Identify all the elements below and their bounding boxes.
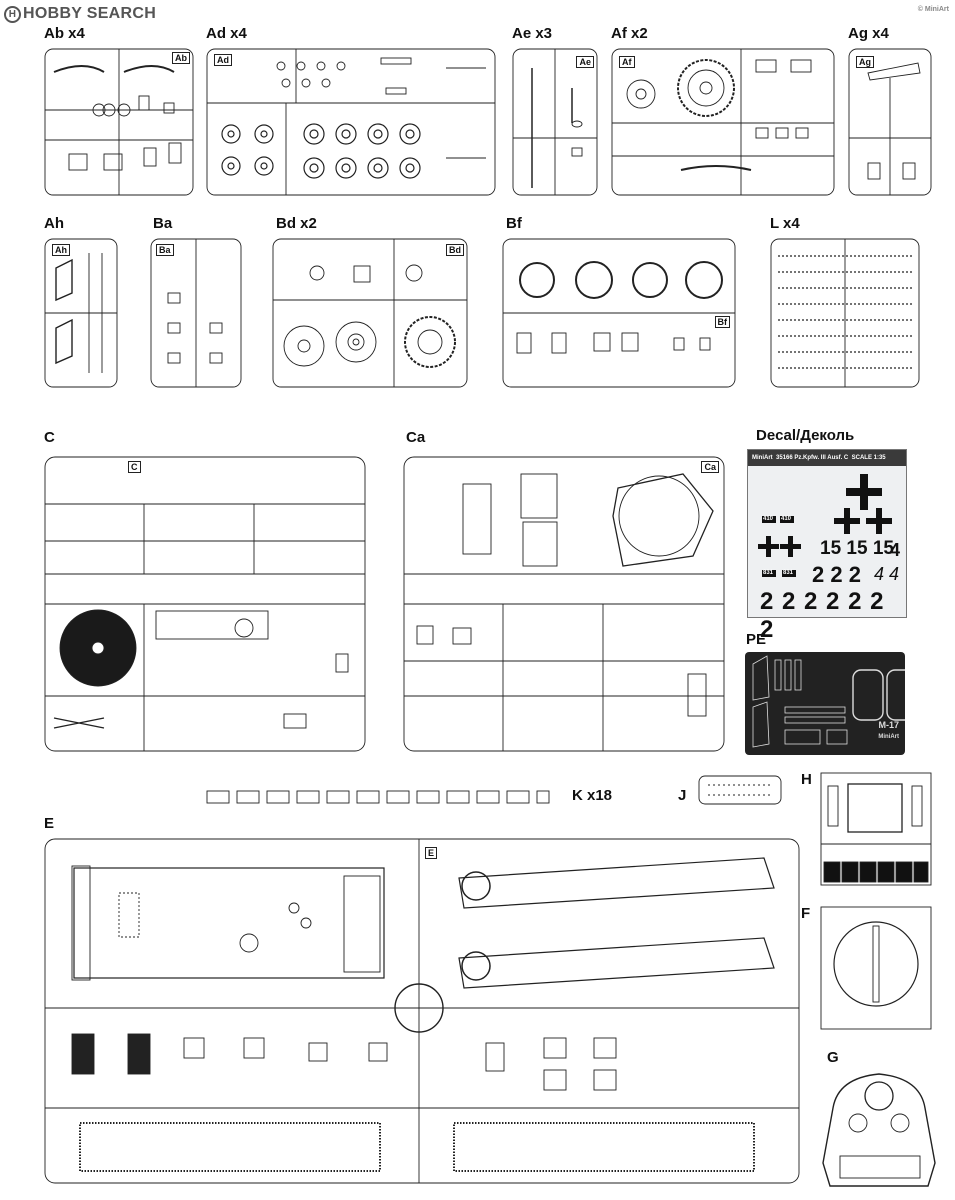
label-sprue-ba: Ba — [153, 215, 173, 232]
sprue-ab: Ab — [44, 48, 194, 196]
logo-icon: H — [4, 6, 21, 23]
label-sprue-k: K x18 — [572, 787, 613, 804]
label-sprue-bf: Bf — [506, 215, 522, 232]
sprue-f — [820, 906, 932, 1030]
label-sprue-j: J — [678, 787, 687, 804]
sprue-j — [698, 775, 782, 805]
label-sprue-c: C — [44, 429, 55, 446]
decal-crosses — [758, 474, 892, 577]
decal-sheet: MiniArt 35166 Pz.Kpfw. III Ausf. C SCALE… — [747, 449, 907, 643]
sprue-tag-bd: Bd — [446, 244, 464, 256]
label-sprue-e: E — [44, 815, 55, 832]
sprue-tag-e: E — [425, 847, 438, 859]
sprue-tag-c: C — [128, 461, 141, 473]
sprue-tag-ae: Ae — [576, 56, 594, 68]
decal-scale: SCALE 1:35 — [851, 455, 886, 461]
label-sprue-l: L x4 — [770, 215, 800, 232]
sprue-tag-ag: Ag — [856, 56, 874, 68]
sprue-ag: Ag — [848, 48, 932, 196]
label-sprue-ae: Ae x3 — [512, 25, 553, 42]
decal-number-4: 4 — [890, 540, 901, 560]
sprue-ad: Ad — [206, 48, 496, 196]
label-sprue-f: F — [801, 905, 811, 922]
sprue-tag-ad: Ad — [214, 54, 232, 66]
decal-header: MiniArt 35166 Pz.Kpfw. III Ausf. C SCALE… — [748, 450, 906, 466]
label-sprue-ab: Ab x4 — [44, 25, 85, 42]
decal-row-2a: 2 2 2 — [812, 562, 861, 587]
sprue-tag-ab: Ab — [172, 52, 190, 64]
sprue-e: E — [44, 838, 800, 1184]
sprue-tag-bf: Bf — [714, 316, 730, 328]
label-sprue-bd: Bd x2 — [276, 215, 317, 232]
decal-number-15: 15 15 15 — [820, 538, 894, 559]
sprue-bd: Bd — [272, 238, 468, 388]
decal-small-d: 831 — [783, 570, 794, 576]
decal-row-44: 4 4 — [874, 564, 900, 584]
label-decal: Decal/Деколь — [756, 427, 855, 444]
decal-row-2b: 2 2 2 2 2 2 2 — [760, 588, 885, 643]
decal-brand: MiniArt — [752, 455, 773, 461]
sprue-af: Af — [611, 48, 835, 196]
sprue-tag-ba: Ba — [156, 244, 174, 256]
decal-small-c: 831 — [763, 570, 774, 576]
label-sprue-g: G — [827, 1049, 839, 1066]
logo-text: HOBBY SEARCH — [23, 5, 157, 22]
label-sprue-h: H — [801, 771, 812, 788]
decal-small-a: 410 — [763, 516, 774, 522]
pe-fret: M-17 MiniArt — [745, 652, 918, 755]
decal-title: 35166 Pz.Kpfw. III Ausf. C — [776, 455, 849, 461]
sprue-h — [820, 772, 932, 886]
sprue-tag-af: Af — [619, 56, 635, 68]
sprue-tag-ah: Ah — [52, 244, 70, 256]
sprue-k — [203, 786, 553, 808]
label-sprue-ag: Ag x4 — [848, 25, 889, 42]
label-sprue-ah: Ah — [44, 215, 64, 232]
sprue-ca: Ca — [403, 456, 725, 752]
sprue-tag-ca: Ca — [701, 461, 719, 473]
sprue-ba: Ba — [150, 238, 242, 388]
sprue-ae: Ae — [512, 48, 598, 196]
sprue-l — [770, 238, 920, 388]
label-sprue-ca: Ca — [406, 429, 426, 446]
decal-small-b: 410 — [781, 516, 792, 522]
label-pe: PE — [746, 631, 767, 648]
pe-code: M-17 — [878, 720, 899, 730]
pe-brand: MiniArt — [878, 734, 899, 740]
watermark: © MiniArt — [917, 6, 949, 13]
sprue-g — [818, 1068, 940, 1192]
label-sprue-ad: Ad x4 — [206, 25, 247, 42]
label-sprue-af: Af x2 — [611, 25, 648, 42]
sprue-bf: Bf — [502, 238, 736, 388]
sprue-ah: Ah — [44, 238, 118, 388]
sprue-c: C — [44, 456, 366, 752]
